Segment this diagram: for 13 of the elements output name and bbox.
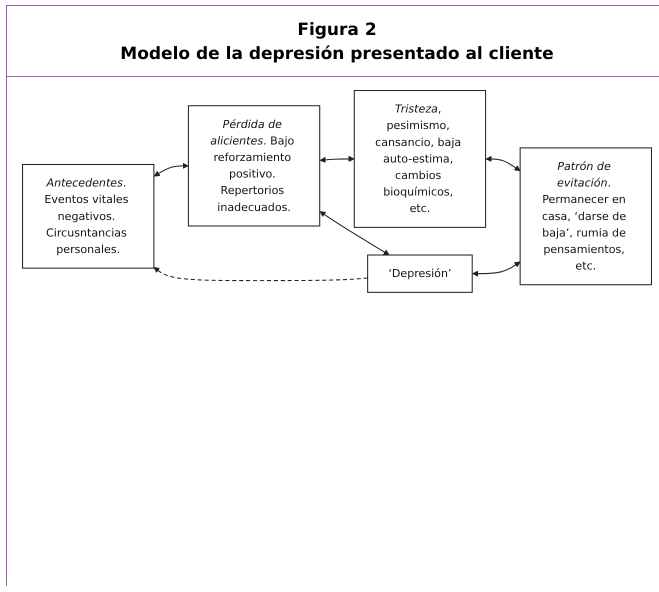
- node-box: Tristeza, pesimismo, cansancio, baja auto-estima, cambios bioquímicos, etc.: [354, 90, 486, 228]
- node-box: Patrón de evitación. Permanecer en casa, ‘darse de baja’, rumia de pensamientos, etc.: [520, 147, 652, 286]
- node-box: ‘Depresión’: [367, 254, 473, 293]
- arrow: [320, 156, 355, 163]
- arrow: [486, 156, 520, 172]
- figure-caption: Modelo de la depresión presentado al cliente: [119, 44, 555, 64]
- node-box: Pérdida de alicientes. Bajo reforzamiento positivo. Repertorios inadecuados.: [188, 105, 320, 226]
- arrow: [472, 261, 520, 277]
- figure-title: Figura 2: [296, 20, 378, 40]
- arrow: [154, 162, 189, 176]
- node-box: Antecedentes. Eventos vitales negativos. Circusntancias personales.: [22, 164, 154, 269]
- arrow: [154, 266, 368, 282]
- arrow: [320, 211, 390, 256]
